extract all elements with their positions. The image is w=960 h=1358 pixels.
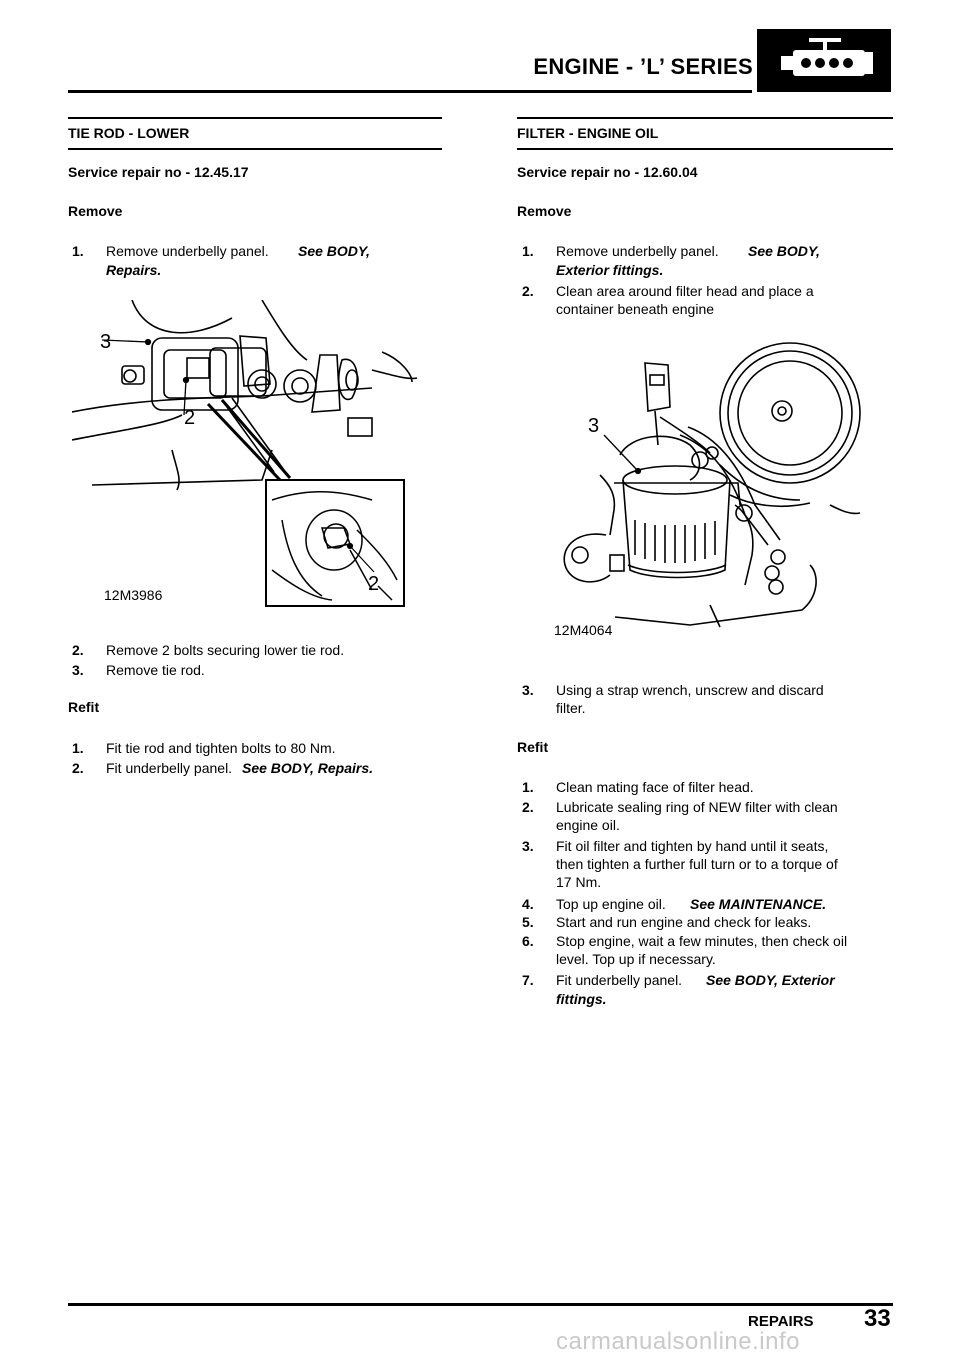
right-top-rule [517, 117, 893, 119]
step-text-line: Clean area around filter head and place … [556, 283, 814, 299]
step-text-line: Using a strap wrench, unscrew and discar… [556, 682, 824, 698]
right-section-title: FILTER - ENGINE OIL [517, 125, 659, 141]
engine-icon [757, 29, 891, 92]
right-title-rule [517, 148, 893, 150]
step-text: Remove underbelly panel. [556, 243, 719, 259]
callout-2-inset: 2 [368, 573, 379, 595]
left-title-rule [68, 148, 442, 150]
left-remove-step-1: 1. Remove underbelly panel. See BODY, [72, 242, 442, 262]
step-number: 4. [522, 896, 534, 912]
step-number: 5. [522, 914, 534, 930]
left-refit-step-2: 2. Fit underbelly panel. See BODY, Repai… [72, 759, 442, 779]
step-number: 7. [522, 972, 534, 988]
page-header-title: ENGINE - ’L’ SERIES [533, 54, 753, 79]
step-number: 3. [522, 682, 534, 698]
right-refit-step-3: 3. Fit oil filter and tighten by hand un… [522, 837, 892, 895]
step-number: 6. [522, 933, 534, 949]
figure-code: 12M4064 [554, 622, 613, 638]
left-refit-step-1: 1. Fit tie rod and tighten bolts to 80 N… [72, 739, 442, 759]
step-text: Fit tie rod and tighten bolts to 80 Nm. [106, 740, 336, 756]
step-number: 2. [72, 642, 84, 658]
step-number: 1. [522, 243, 534, 259]
cross-reference-continued: Repairs. [106, 262, 162, 278]
right-refit-step-2: 2. Lubricate sealing ring of NEW filter … [522, 798, 892, 838]
right-refit-step-5: 5. Start and run engine and check for le… [522, 913, 892, 933]
step-text-line: filter. [556, 700, 586, 716]
callout-3: 3 [588, 415, 599, 437]
cross-reference: See BODY, Exterior [706, 972, 835, 988]
right-refit-heading: Refit [517, 739, 549, 755]
step-number: 3. [522, 838, 534, 854]
callout-3: 3 [100, 331, 111, 353]
watermark: carmanualsonline.info [556, 1328, 800, 1355]
step-number: 1. [72, 740, 84, 756]
footer-rule [68, 1303, 893, 1306]
step-number: 2. [522, 283, 534, 299]
cross-reference-continued: fittings. [556, 991, 607, 1007]
left-remove-heading: Remove [68, 203, 123, 219]
footer-section-label: REPAIRS [748, 1313, 814, 1330]
step-number: 1. [522, 779, 534, 795]
left-service-number: Service repair no - 12.45.17 [68, 164, 249, 180]
right-remove-heading: Remove [517, 203, 572, 219]
cross-reference: See BODY, [748, 243, 820, 259]
right-remove-step-1: 1. Remove underbelly panel. See BODY, [522, 242, 892, 262]
step-number: 3. [72, 662, 84, 678]
step-text: Remove 2 bolts securing lower tie rod. [106, 642, 345, 658]
step-text-line: level. Top up if necessary. [556, 951, 716, 967]
step-number: 2. [522, 799, 534, 815]
right-refit-step-6: 6. Stop engine, wait a few minutes, then… [522, 932, 892, 972]
cross-reference: See MAINTENANCE. [690, 896, 827, 912]
callout-2: 2 [184, 407, 195, 429]
step-text-line: Clean mating face of filter head. [556, 779, 754, 795]
right-refit-step-1: 1. Clean mating face of filter head. [522, 778, 892, 798]
figure-code: 12M3986 [104, 587, 163, 603]
right-refit-step-7: 7. Fit underbelly panel. See BODY, Exter… [522, 971, 892, 991]
left-top-rule [68, 117, 442, 119]
right-service-number: Service repair no - 12.60.04 [517, 164, 698, 180]
left-remove-step-3: 3. Remove tie rod. [72, 661, 442, 681]
oil-filter-illustration: 3 12M4064 [540, 335, 870, 645]
step-number: 2. [72, 760, 84, 776]
step-text: Fit underbelly panel. [556, 972, 683, 988]
step-text: Fit underbelly panel. [106, 760, 233, 776]
step-text: Remove tie rod. [106, 662, 205, 678]
right-remove-step-2: 2. Clean area around filter head and pla… [522, 282, 892, 322]
step-text-line: 17 Nm. [556, 874, 602, 890]
step-text-line: container beneath engine [556, 301, 715, 317]
cross-reference-continued: Exterior fittings. [556, 262, 664, 278]
cross-reference: See BODY, Repairs. [242, 760, 373, 776]
step-text-line: Lubricate sealing ring of NEW filter wit… [556, 799, 838, 815]
left-remove-step-2: 2. Remove 2 bolts securing lower tie rod… [72, 641, 442, 661]
cross-reference: See BODY, [298, 243, 370, 259]
step-text-line: Start and run engine and check for leaks… [556, 914, 812, 930]
step-text: Remove underbelly panel. [106, 243, 269, 259]
right-refit-step-4: 4. Top up engine oil. See MAINTENANCE. [522, 895, 892, 915]
step-text-line: then tighten a further full turn or to a… [556, 856, 838, 872]
step-text: Top up engine oil. [556, 896, 666, 912]
left-section-title: TIE ROD - LOWER [68, 125, 190, 141]
step-text-line: engine oil. [556, 817, 620, 833]
step-text-line: Stop engine, wait a few minutes, then ch… [556, 933, 848, 949]
right-remove-step-3: 3. Using a strap wrench, unscrew and dis… [522, 681, 892, 721]
step-text-line: Fit oil filter and tighten by hand until… [556, 838, 829, 854]
step-number: 1. [72, 243, 84, 259]
header-rule [68, 90, 752, 93]
page-number: 33 [864, 1305, 891, 1332]
tie-rod-illustration: 3 2 2 12M3986 [71, 299, 422, 610]
left-refit-heading: Refit [68, 699, 100, 715]
